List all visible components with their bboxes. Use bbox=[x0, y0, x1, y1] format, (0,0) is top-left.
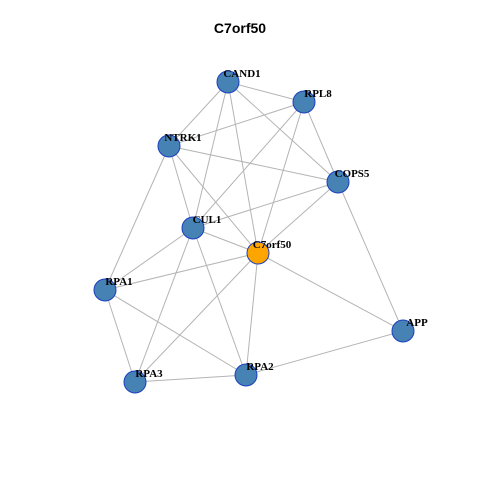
edge-rpa2-rpa3 bbox=[134, 374, 247, 383]
edge-cul1-rpa3 bbox=[134, 227, 194, 383]
node-cul1: CUL1 bbox=[181, 214, 222, 240]
edge-rpl8-cops5 bbox=[303, 101, 339, 183]
node-cand1: CAND1 bbox=[216, 68, 261, 94]
edge-cand1-ntrk1 bbox=[168, 81, 229, 147]
edge-c7orf50-rpa2 bbox=[245, 252, 259, 376]
edge-ntrk1-c7orf50 bbox=[168, 145, 259, 254]
node-label: APP bbox=[406, 317, 428, 329]
node-circle bbox=[391, 319, 415, 343]
node-circle bbox=[292, 90, 316, 114]
edge-cops5-app bbox=[337, 181, 404, 332]
node-circle bbox=[234, 363, 258, 387]
node-label: NTRK1 bbox=[164, 132, 201, 144]
node-rpl8: RPL8 bbox=[292, 88, 332, 114]
node-c7orf50: C7orf50 bbox=[246, 239, 292, 265]
edge-rpa1-rpa2 bbox=[104, 289, 247, 376]
node-rpa3: RPA3 bbox=[123, 368, 163, 394]
edge-rpl8-cul1 bbox=[192, 101, 305, 229]
edge-cul1-c7orf50 bbox=[192, 227, 259, 254]
edge-rpa2-app bbox=[245, 330, 404, 376]
edge-layer bbox=[104, 81, 404, 383]
edge-rpl8-c7orf50 bbox=[257, 101, 305, 254]
node-circle bbox=[93, 278, 117, 302]
edge-cops5-c7orf50 bbox=[257, 181, 339, 254]
edge-c7orf50-rpa3 bbox=[134, 252, 259, 383]
node-circle bbox=[216, 70, 240, 94]
edge-c7orf50-rpa1 bbox=[104, 252, 259, 291]
node-label: RPA3 bbox=[135, 368, 163, 380]
node-ntrk1: NTRK1 bbox=[157, 132, 202, 158]
node-label: COPS5 bbox=[335, 168, 370, 180]
node-circle bbox=[181, 216, 205, 240]
node-circle bbox=[326, 170, 350, 194]
node-rpa1: RPA1 bbox=[93, 276, 133, 302]
edge-cand1-rpl8 bbox=[227, 81, 305, 103]
edge-c7orf50-app bbox=[257, 252, 404, 332]
edge-rpa1-rpa3 bbox=[104, 289, 136, 383]
node-label: CAND1 bbox=[223, 68, 260, 80]
edge-rpl8-ntrk1 bbox=[168, 101, 305, 147]
node-cops5: COPS5 bbox=[326, 168, 370, 194]
node-label: C7orf50 bbox=[253, 239, 292, 251]
node-app: APP bbox=[391, 317, 428, 343]
edge-cul1-rpa2 bbox=[192, 227, 247, 376]
edge-ntrk1-rpa1 bbox=[104, 145, 170, 291]
edge-cand1-cops5 bbox=[227, 81, 339, 183]
edge-cops5-cul1 bbox=[192, 181, 339, 229]
node-rpa2: RPA2 bbox=[234, 361, 274, 387]
edge-cand1-c7orf50 bbox=[227, 81, 259, 254]
graph-title: C7orf50 bbox=[213, 20, 267, 36]
edge-ntrk1-cul1 bbox=[168, 145, 194, 229]
node-label: RPA1 bbox=[105, 276, 132, 288]
edge-cul1-rpa1 bbox=[104, 227, 194, 291]
node-circle bbox=[157, 134, 181, 158]
edge-ntrk1-cops5 bbox=[168, 145, 339, 183]
node-label: RPL8 bbox=[304, 88, 332, 100]
node-circle bbox=[123, 370, 147, 394]
node-label: CUL1 bbox=[193, 214, 222, 226]
node-label: RPA2 bbox=[246, 361, 274, 373]
node-circle bbox=[246, 241, 270, 265]
